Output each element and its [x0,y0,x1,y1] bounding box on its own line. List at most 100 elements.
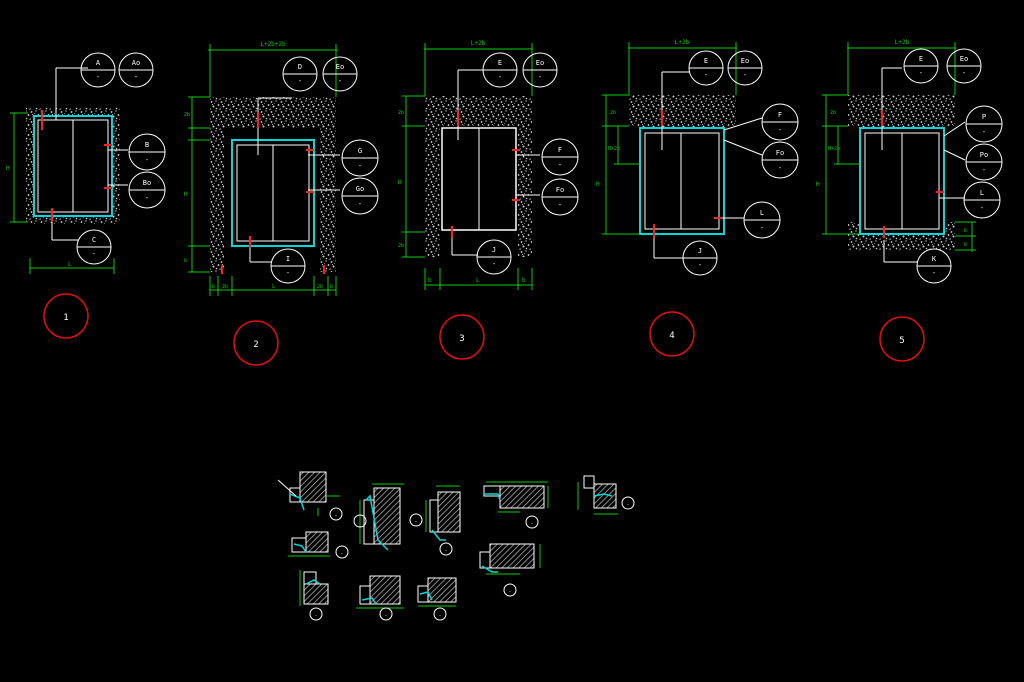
detail-section: - [577,475,635,515]
svg-text:-: - [338,77,342,85]
svg-text:3: 3 [459,334,464,344]
svg-text:E: E [704,57,708,65]
svg-text:H: H [398,179,402,186]
svg-text:2: 2 [253,340,258,350]
svg-text:C: C [92,236,96,244]
svg-text:-: - [314,613,317,619]
callout-bubble-a: A - [80,52,116,88]
svg-text:Eo: Eo [336,63,344,71]
svg-text:P: P [982,113,986,121]
detail-section: - [288,531,349,559]
svg-text:b: b [184,258,187,264]
svg-text:-: - [286,269,290,277]
panel-2: L+2b+2b 2b H b b 2b L 2b b D - Eo - [184,41,379,366]
callout-bubble-k: K - [916,248,952,284]
detail-section: - [417,577,457,621]
svg-text:E: E [498,59,502,67]
svg-text:-: - [743,71,747,79]
svg-text:L+2b: L+2b [895,39,910,46]
svg-text:L: L [476,277,480,284]
detail-section: - [425,485,461,556]
svg-text:L: L [272,283,276,290]
svg-text:-: - [982,166,986,174]
detail-section: - [277,471,343,521]
svg-text:2b: 2b [610,110,616,116]
svg-text:-: - [982,128,986,136]
panel-3: L+2b 2b H 2b b L b E - Eo - F - [398,40,579,360]
svg-text:-: - [932,269,936,277]
panel-number-4: 4 [649,311,695,357]
callout-bubble-d: D - [282,56,318,92]
svg-text:-: - [698,261,702,269]
wall-panel-3 [425,96,532,257]
svg-text:K: K [932,255,937,263]
callout-bubble-po: Po - [965,143,1003,181]
svg-text:-: - [96,73,100,81]
svg-text:2b: 2b [398,110,404,116]
callout-bubble-fo: Fo - [761,141,799,179]
svg-text:L: L [980,189,984,197]
svg-text:2b: 2b [184,112,190,118]
panel-number-2: 2 [233,320,279,366]
svg-text:-: - [778,164,782,172]
svg-text:A: A [96,59,101,67]
svg-text:J: J [698,247,702,255]
svg-text:-: - [760,224,764,232]
detail-sections: - - - [277,471,635,621]
svg-text:-: - [298,77,302,85]
svg-text:2b: 2b [317,284,323,290]
svg-text:b: b [330,284,333,290]
svg-text:-: - [538,73,542,81]
callout-bubble-eo: Eo - [322,56,358,92]
svg-text:b: b [522,277,526,284]
svg-text:-: - [980,204,984,212]
callout-bubble-b: B - [128,133,166,171]
dim-height-panel-1: H [6,165,10,172]
frame-panel-4 [639,127,725,235]
panel-number-1: 1 [43,293,89,339]
callout-bubble-e: E - [903,48,939,84]
svg-text:-: - [558,161,562,169]
svg-text:-: - [704,71,708,79]
svg-text:-: - [145,156,149,164]
callout-bubble-g: G - [341,139,379,177]
svg-text:Eo: Eo [536,59,544,67]
panel-1: H L A - Ao - B - Bo - C - [6,52,166,339]
svg-text:Po: Po [980,151,988,159]
svg-text:-: - [530,521,533,527]
svg-text:-: - [134,73,138,81]
svg-text:-: - [384,613,387,619]
svg-text:Eo: Eo [741,57,749,65]
dim-top-panel-2: L+2b+2b [260,41,286,48]
svg-text:-: - [358,200,362,208]
svg-text:Eo: Eo [960,55,968,63]
svg-text:-: - [358,162,362,170]
svg-text:-: - [492,260,496,268]
callout-bubble-j: J - [476,239,512,275]
svg-text:L: L [760,209,764,217]
svg-text:Fo: Fo [556,186,564,194]
wall-panel-2 [210,97,336,272]
svg-text:-: - [626,502,629,508]
svg-text:-: - [558,201,562,209]
detail-section: - [353,483,423,551]
svg-text:b: b [212,284,215,290]
callout-bubble-f: F - [761,103,799,141]
svg-text:H: H [184,191,188,198]
svg-text:B: B [145,141,149,149]
callout-bubble-eo: Eo - [946,48,982,84]
detail-section: - [483,481,549,529]
svg-text:5: 5 [899,336,904,346]
callout-bubble-ao: Ao - [118,52,154,88]
svg-text:1: 1 [63,313,68,323]
svg-text:H+2b: H+2b [828,146,840,152]
svg-text:-: - [498,73,502,81]
svg-text:-: - [145,194,149,202]
callout-bubble-p: P - [965,105,1003,143]
callout-bubble-f: F - [541,138,579,176]
svg-text:-: - [444,548,447,554]
svg-text:H: H [596,181,600,188]
svg-text:Go: Go [356,185,364,193]
callout-bubble-go: Go - [341,177,379,215]
